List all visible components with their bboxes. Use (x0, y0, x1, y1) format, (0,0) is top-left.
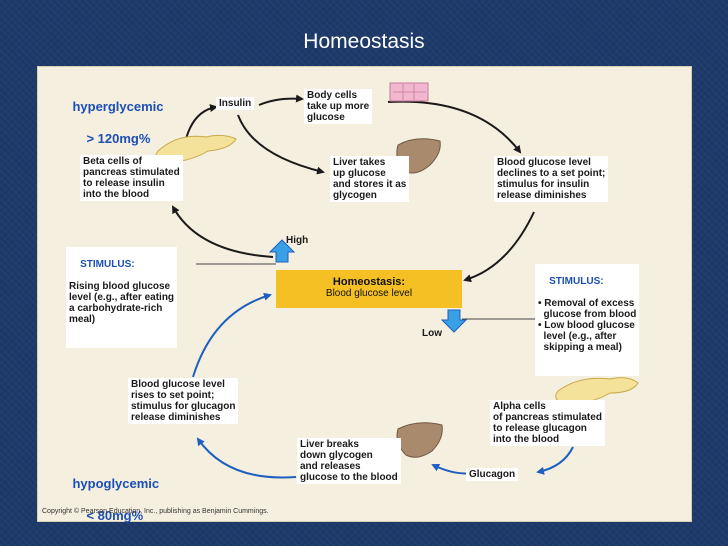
stimulus-low-text: • Removal of excess glucose from blood •… (538, 298, 637, 353)
high-arrow-icon (268, 239, 296, 263)
stimulus-low-title: STIMULUS: (549, 276, 604, 287)
liver-bottom-icon (396, 422, 443, 458)
arrow-insulin-to-cells (258, 94, 304, 106)
arrow-rises-to-homeostasis (192, 292, 272, 378)
hyperglycemic-label: hyperglycemic > 120mg% (72, 99, 164, 146)
rises-text: Blood glucose level rises to set point; … (128, 378, 239, 424)
stimulus-rising: STIMULUS: Rising blood glucose level (e.… (66, 247, 178, 348)
homeostasis-diagram: hyperglycemic > 120mg% hypoglycemic < 80… (37, 66, 692, 523)
arrow-high-to-beta (172, 205, 274, 258)
arrow-declines-to-homeostasis (463, 211, 535, 283)
beta-cells-text: Beta cells of pancreas stimulated to rel… (80, 155, 183, 201)
homeostasis-title: Homeostasis: (332, 276, 406, 288)
arrow-insulin-to-liver (237, 114, 325, 175)
homeostasis-subtitle: Blood glucose level (325, 288, 413, 299)
stimulus-low: STIMULUS: • Removal of excess glucose fr… (535, 264, 640, 376)
arrow-cells-to-declines (387, 100, 522, 154)
stimulus-rising-title: STIMULUS: (80, 259, 135, 270)
body-cells-text: Body cells take up more glucose (304, 89, 373, 124)
alpha-cells-text: Alpha cells of pancreas stimulated to re… (490, 400, 605, 446)
high-label: High (286, 235, 309, 246)
low-arrow-icon (440, 309, 468, 333)
hypoglycemic-label: hypoglycemic < 80mg% (72, 476, 160, 523)
arrow-liver-to-rises (196, 437, 297, 479)
slide-title: Homeostasis (303, 30, 425, 53)
arrow-alpha-to-glucagon (536, 446, 574, 475)
liver-stores-text: Liver takes up glucose and stores it as … (330, 156, 410, 202)
stimulus-rising-text: Rising blood glucose level (e.g., after … (69, 281, 175, 325)
copyright-text: Copyright © Pearson Education, Inc., pub… (42, 508, 269, 515)
insulin-label: Insulin (216, 97, 255, 110)
low-label: Low (422, 328, 442, 339)
liver-breaks-text: Liver breaks down glycogen and releases … (297, 438, 401, 484)
declines-text: Blood glucose level declines to a set po… (494, 156, 609, 202)
glucagon-label: Glucagon (466, 468, 519, 481)
homeostasis-box: Homeostasis: Blood glucose level (276, 270, 462, 308)
